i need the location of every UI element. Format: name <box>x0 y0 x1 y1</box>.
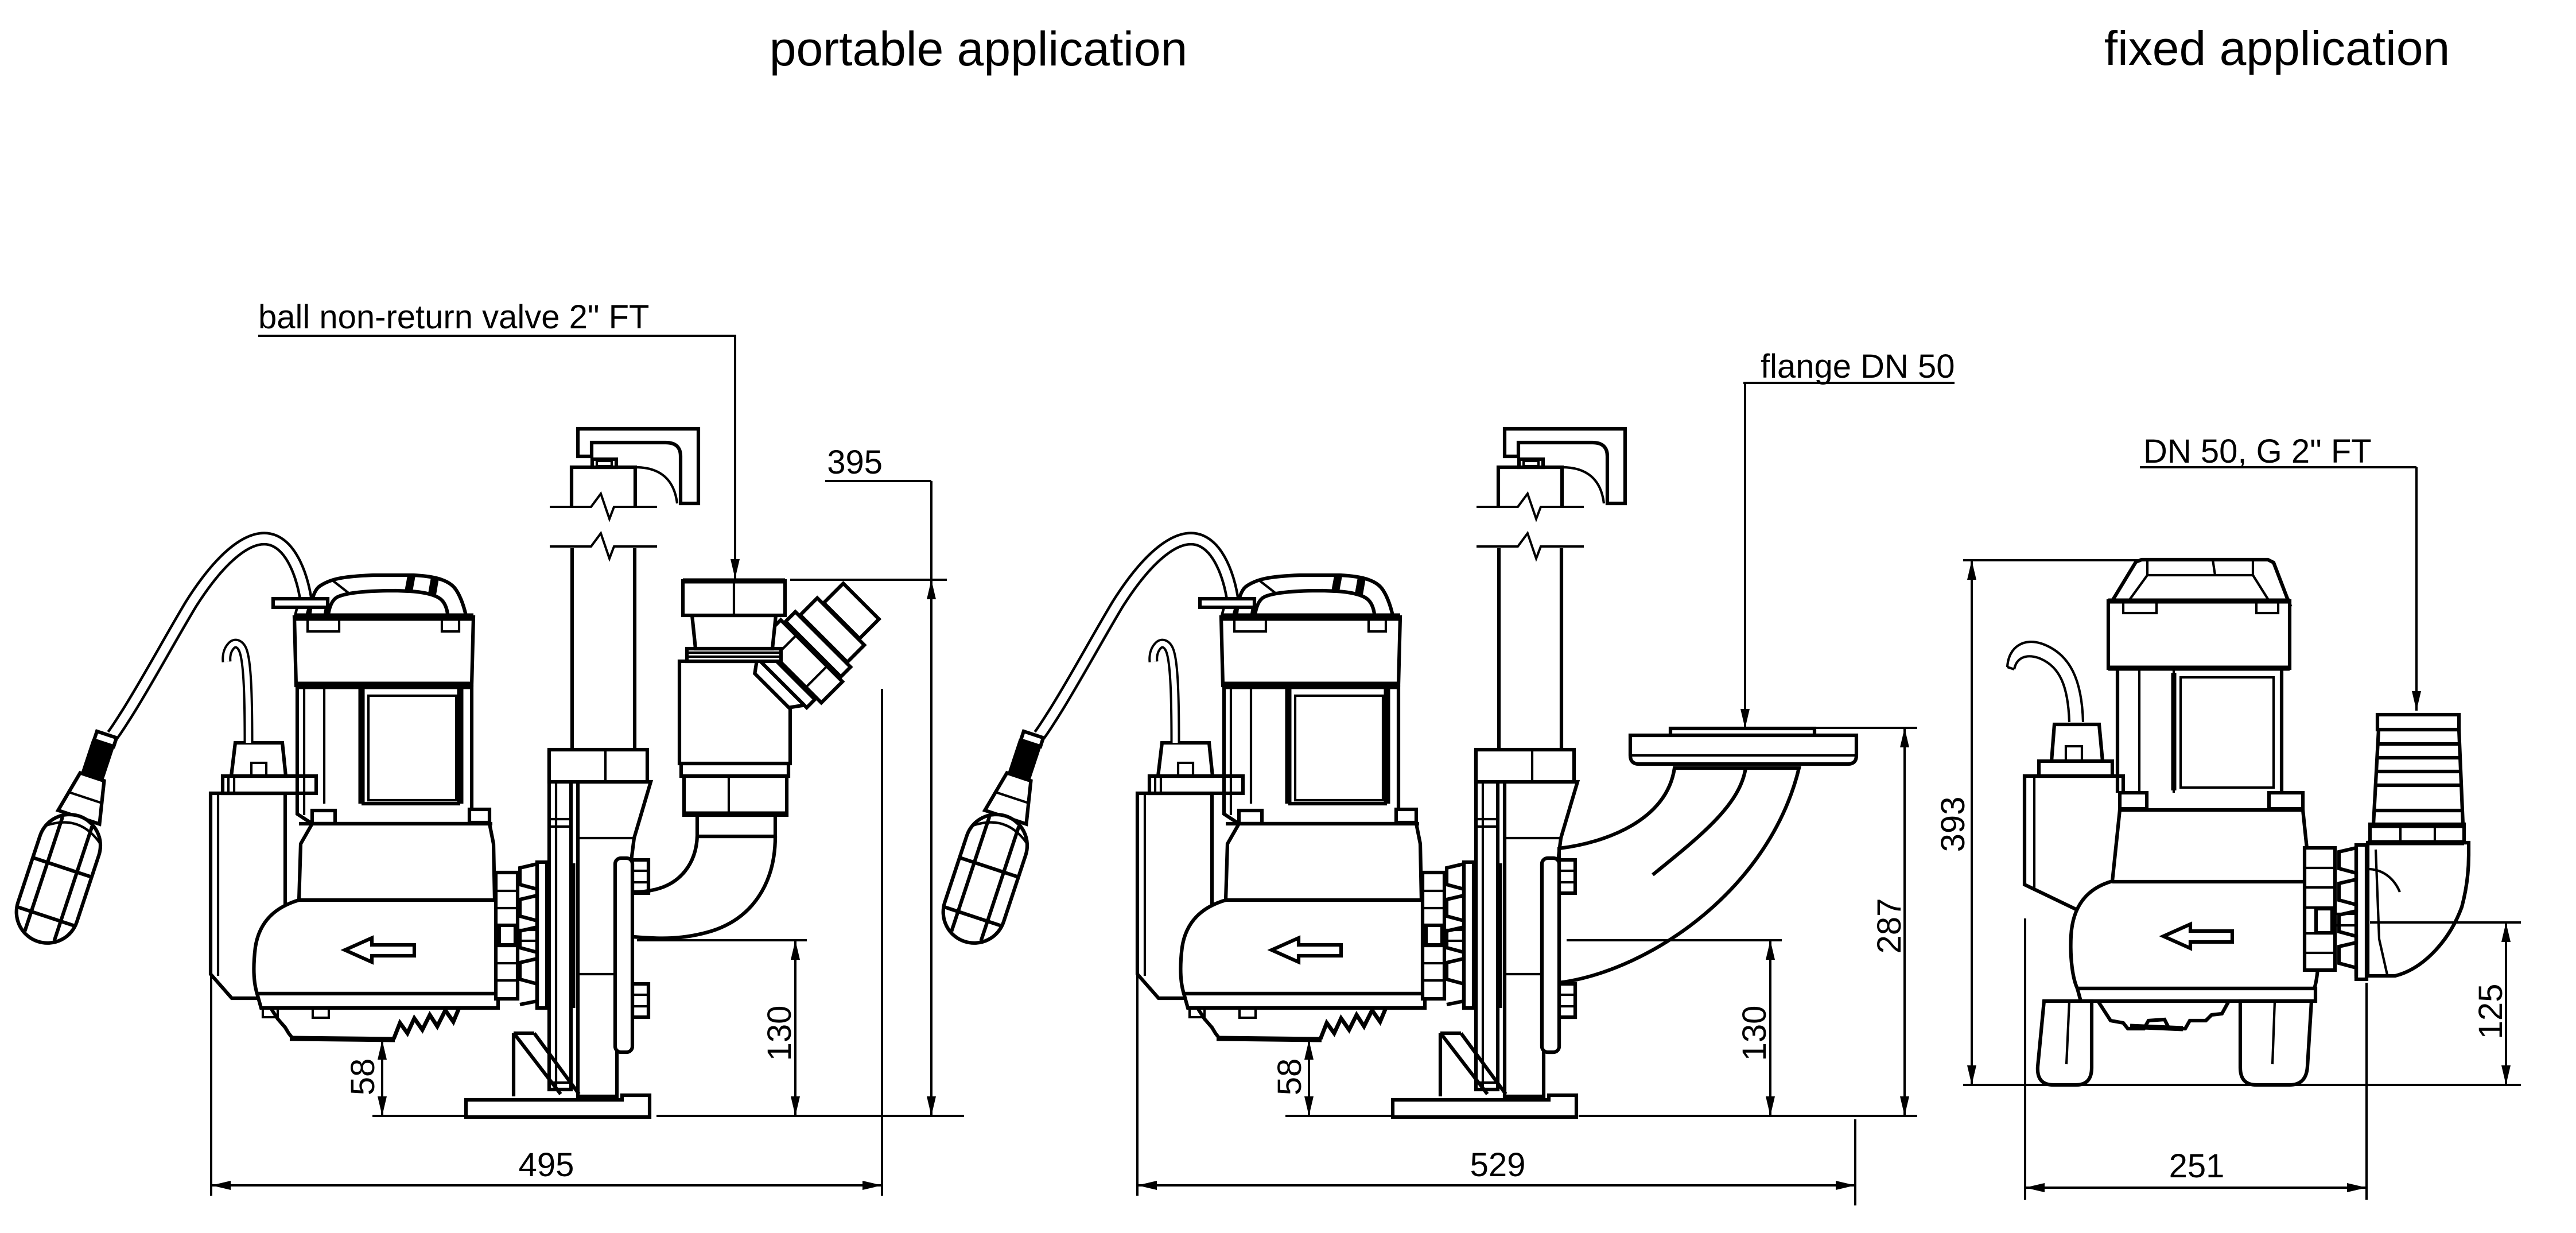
svg-text:393: 393 <box>1934 797 1972 852</box>
svg-text:fixed application: fixed application <box>2104 21 2450 75</box>
svg-text:529: 529 <box>1470 1146 1526 1184</box>
svg-text:ball non-return valve 2" FT: ball non-return valve 2" FT <box>258 298 649 336</box>
svg-text:125: 125 <box>2472 984 2509 1040</box>
svg-text:58: 58 <box>344 1058 382 1096</box>
svg-text:395: 395 <box>827 444 883 481</box>
svg-text:251: 251 <box>2169 1147 2225 1185</box>
svg-text:portable application: portable application <box>770 22 1188 76</box>
svg-text:287: 287 <box>1871 898 1908 954</box>
svg-text:130: 130 <box>1736 1006 1773 1061</box>
svg-text:58: 58 <box>1271 1058 1308 1096</box>
svg-text:495: 495 <box>519 1146 574 1184</box>
svg-text:flange DN 50: flange DN 50 <box>1761 348 1955 385</box>
svg-text:DN 50, G 2" FT: DN 50, G 2" FT <box>2143 433 2372 470</box>
svg-text:130: 130 <box>761 1006 798 1061</box>
